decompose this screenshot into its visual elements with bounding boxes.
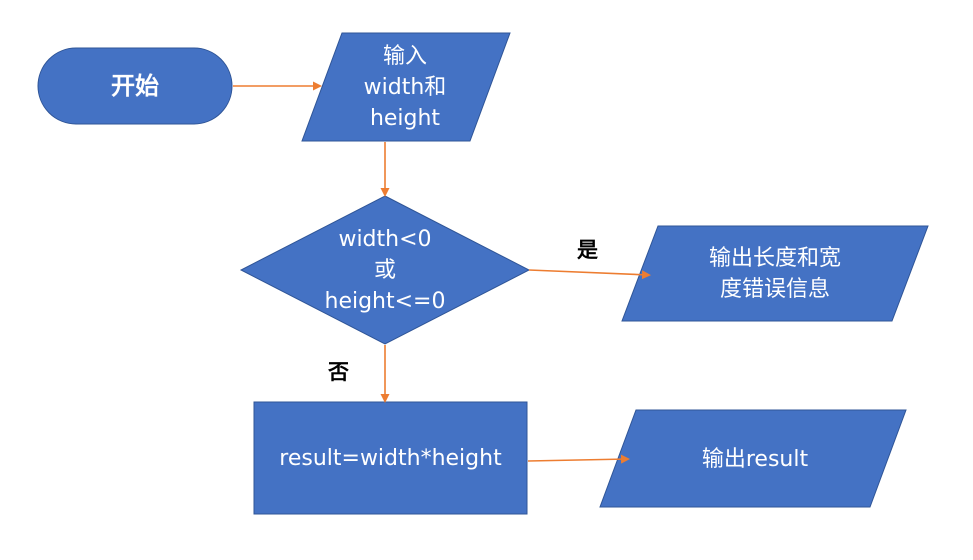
decision-line-3: height<=0 bbox=[324, 288, 446, 314]
process-text: result=width*height bbox=[279, 445, 502, 471]
process-rectangle-shape bbox=[253, 401, 528, 515]
edge-label-yes: 是 bbox=[577, 238, 598, 262]
error-output-line-1: 输出长度和宽 bbox=[708, 246, 841, 271]
decision-line-1: width<0 bbox=[338, 226, 432, 252]
process-node-label: result=width*height bbox=[254, 402, 527, 514]
error-output-parallelogram-shape bbox=[621, 225, 929, 322]
edge-label-no: 否 bbox=[328, 360, 349, 384]
start-text: 开始 bbox=[111, 71, 159, 100]
input-node-label: 输入 width和 height bbox=[330, 35, 480, 139]
decision-node-label: width<0 或 height<=0 bbox=[300, 222, 470, 318]
input-line-1: 输入 bbox=[382, 43, 427, 69]
error-output-node-label: 输出长度和宽 度错误信息 bbox=[660, 229, 890, 319]
input-line-3: height bbox=[369, 105, 441, 131]
input-line-2: width和 bbox=[363, 74, 447, 100]
decision-line-2: 或 bbox=[373, 257, 396, 283]
arrow-process-to-result bbox=[527, 454, 630, 464]
result-output-node-label: 输出result bbox=[640, 412, 870, 506]
result-output-text: 输出result bbox=[701, 446, 809, 472]
start-terminator-shape bbox=[37, 47, 233, 125]
result-output-parallelogram-shape bbox=[599, 409, 907, 508]
start-node-label: 开始 bbox=[38, 48, 232, 124]
error-output-line-2: 度错误信息 bbox=[719, 277, 830, 302]
input-parallelogram-shape bbox=[301, 32, 511, 142]
arrow-decision-to-error bbox=[528, 269, 651, 280]
decision-diamond-shape bbox=[239, 195, 531, 345]
